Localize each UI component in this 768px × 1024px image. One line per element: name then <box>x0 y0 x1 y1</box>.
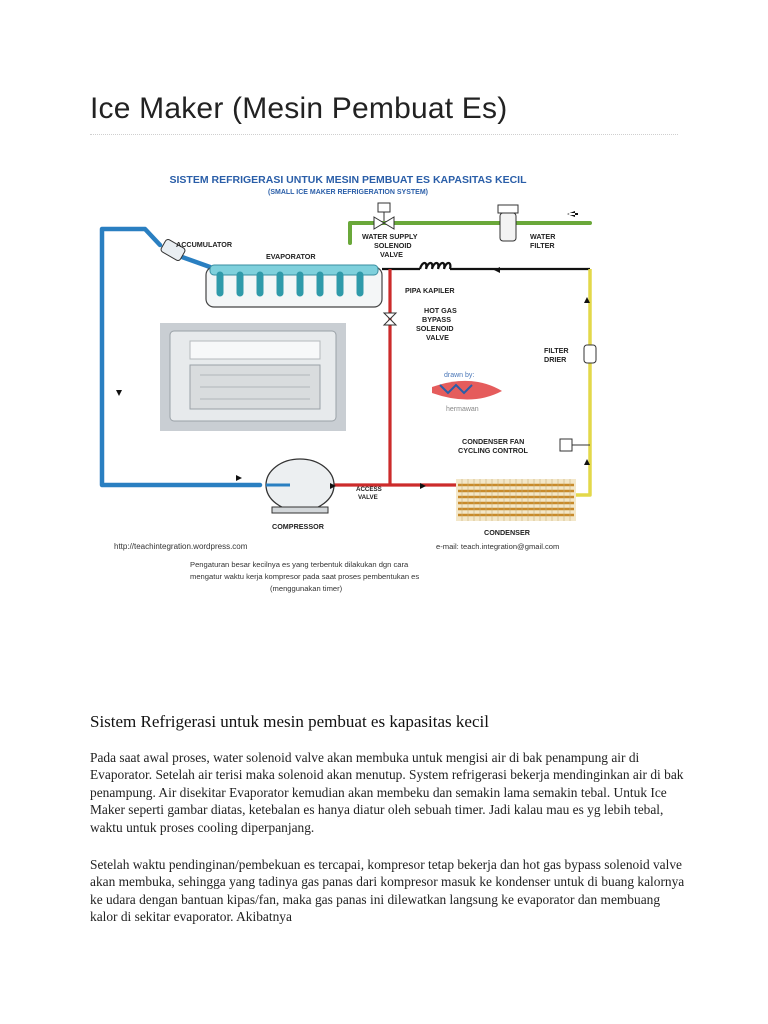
flow-arrow-icon <box>567 211 578 217</box>
water-filter-label: WATER FILTER <box>530 232 557 250</box>
water-filter <box>497 204 519 242</box>
condenser-fan-label: CONDENSER FAN CYCLING CONTROL <box>458 437 528 455</box>
condenser-label: CONDENSER <box>484 528 531 537</box>
water-supply-valve-label: WATER SUPPLY SOLENOID VALVE <box>362 232 419 259</box>
compressor <box>265 458 335 514</box>
figure-email: e-mail: teach.integration@gmail.com <box>436 542 559 551</box>
accumulator <box>160 239 186 261</box>
refrigeration-diagram: SISTEM REFRIGERASI UNTUK MESIN PEMBUAT E… <box>90 155 608 617</box>
section-heading: Sistem Refrigerasi untuk mesin pembuat e… <box>90 712 489 731</box>
evaporator <box>205 264 383 308</box>
paragraph-1: Pada saat awal proses, water solenoid va… <box>90 750 684 835</box>
water-supply-valve <box>373 202 395 230</box>
accumulator-label: ACCUMULATOR <box>176 240 233 249</box>
capillary-line <box>382 261 590 271</box>
access-valve-label: ACCESS VALVE <box>356 486 384 501</box>
fish-logo-icon <box>432 380 502 400</box>
filter-drier <box>583 344 597 364</box>
credit-bottom: hermawan <box>446 406 479 413</box>
ice-maker-photo <box>160 323 346 431</box>
flow-arrows <box>116 267 590 489</box>
compressor-label: COMPRESSOR <box>272 522 325 531</box>
credit-top: drawn by: <box>444 372 474 379</box>
liquid-line <box>570 269 592 497</box>
diagram-subtitle: (SMALL ICE MAKER REFRIGERATION SYSTEM) <box>268 189 428 196</box>
title-divider <box>90 134 678 135</box>
filter-drier-label: FILTER DRIER <box>544 346 571 364</box>
figure-url: http://teachintegration.wordpress.com <box>114 542 248 551</box>
diagram-title: SISTEM REFRIGERASI UNTUK MESIN PEMBUAT E… <box>169 174 527 186</box>
hot-gas-valve-label: HOT GAS BYPASS SOLENOID VALVE <box>416 306 459 342</box>
pipa-kapiler-label: PIPA KAPILER <box>405 286 455 295</box>
evaporator-label: EVAPORATOR <box>266 252 316 261</box>
condenser <box>456 479 576 521</box>
condenser-fan-control <box>559 438 590 452</box>
hot-gas-bypass-valve <box>382 312 398 326</box>
paragraph-2: Setelah waktu pendinginan/pembekuan es t… <box>90 857 685 925</box>
page-title: Ice Maker (Mesin Pembuat Es) <box>90 92 508 125</box>
figure-caption: Pengaturan besar kecilnya es yang terben… <box>190 560 421 593</box>
